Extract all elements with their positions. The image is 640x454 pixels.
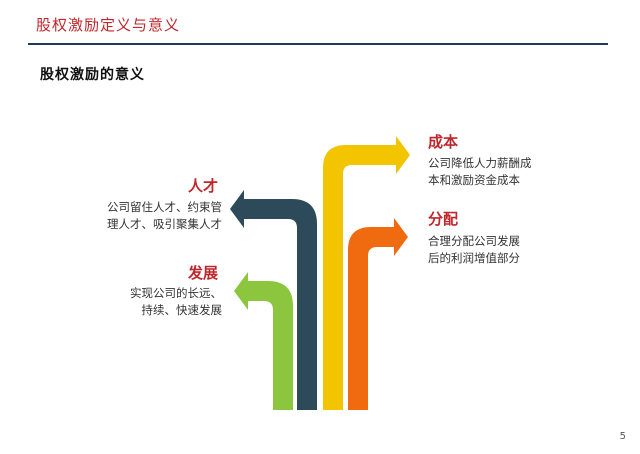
- talent-title: 人才: [188, 177, 219, 195]
- distribution-desc-line-2: 后的利润增值部分: [428, 251, 520, 265]
- arrow-distribution: [348, 218, 408, 410]
- header-title: 股权激励定义与意义: [36, 16, 181, 34]
- talent-description: 公司留住人才、约束管 理人才、吸引聚集人才: [107, 199, 222, 233]
- distribution-description: 合理分配公司发展 后的利润增值部分: [428, 233, 520, 267]
- header-rule: [28, 43, 608, 45]
- talent-desc-line-1: 公司留住人才、约束管: [107, 200, 222, 214]
- page-number: 5: [619, 431, 626, 442]
- cost-description: 公司降低人力薪酬成 本和激励资金成本: [428, 155, 532, 189]
- distribution-title: 分配: [428, 210, 459, 228]
- cost-title: 成本: [428, 133, 459, 151]
- cost-desc-line-2: 本和激励资金成本: [428, 173, 520, 187]
- cost-desc-line-1: 公司降低人力薪酬成: [428, 156, 532, 170]
- arrow-development: [234, 272, 293, 410]
- distribution-desc-line-1: 合理分配公司发展: [428, 234, 520, 248]
- talent-desc-line-2: 理人才、吸引聚集人才: [107, 217, 222, 231]
- development-description: 实现公司的长远、 持续、快速发展: [130, 285, 222, 319]
- arrow-talent: [230, 190, 317, 410]
- development-title: 发展: [188, 264, 219, 282]
- development-desc-line-1: 实现公司的长远、: [130, 286, 222, 300]
- development-desc-line-2: 持续、快速发展: [141, 303, 223, 317]
- arrow-cost: [323, 136, 410, 410]
- page-subtitle: 股权激励的意义: [40, 67, 145, 83]
